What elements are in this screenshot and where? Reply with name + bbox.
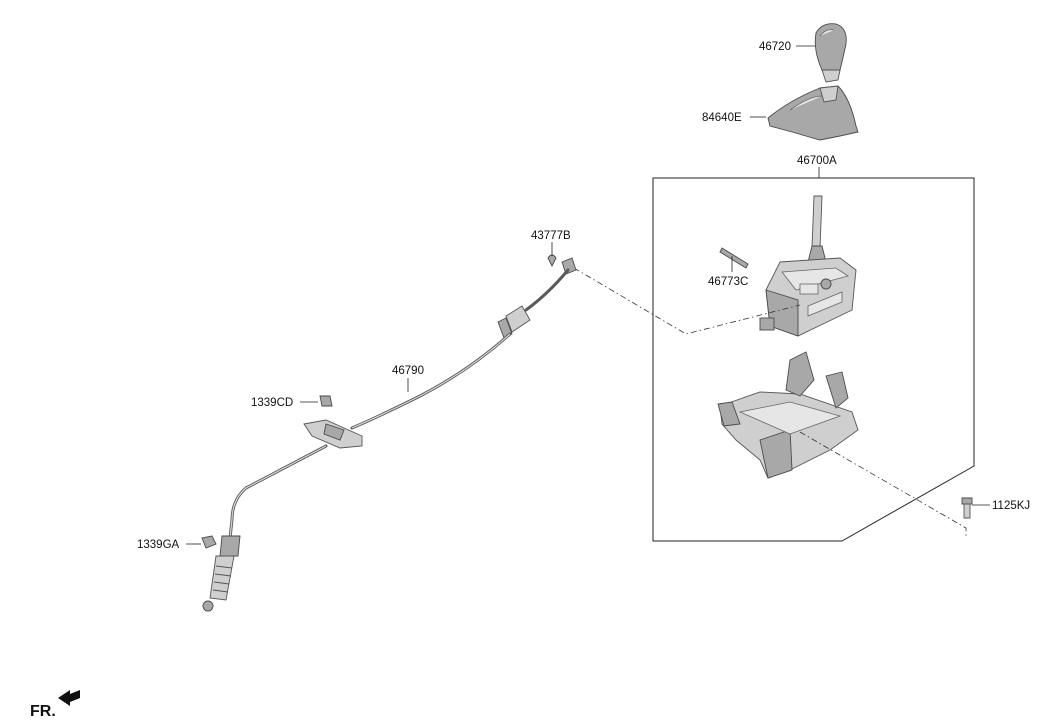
front-arrow-icon (58, 690, 80, 706)
bracket-nut[interactable] (319, 395, 333, 407)
part-label-84640E: 84640E (702, 112, 742, 124)
shift-boot[interactable] (767, 85, 859, 141)
part-label-46700A: 46700A (797, 155, 837, 167)
assembly-bracket-box (652, 177, 975, 542)
shifter-base-bracket[interactable] (717, 351, 859, 479)
shift-knob[interactable] (814, 23, 847, 83)
shift-cable[interactable] (202, 257, 577, 612)
part-label-46790: 46790 (392, 365, 424, 377)
front-direction-label: FR. (30, 703, 56, 720)
part-label-46720: 46720 (759, 41, 791, 53)
part-label-43777B: 43777B (531, 230, 571, 242)
guide-line-cable-to-lever (573, 267, 801, 335)
part-label-1125KJ: 1125KJ (992, 500, 1030, 512)
part-label-1339CD: 1339CD (251, 397, 293, 409)
cable-end-nut[interactable] (201, 535, 217, 549)
mounting-bolt[interactable] (961, 497, 973, 519)
guide-line-bracket-to-bolt (799, 431, 967, 538)
pivot-pin[interactable] (719, 247, 749, 269)
part-label-46773C: 46773C (708, 276, 748, 288)
shift-lever-mechanism[interactable] (759, 195, 857, 337)
part-label-1339GA: 1339GA (137, 539, 180, 551)
cable-clip[interactable] (547, 254, 557, 268)
